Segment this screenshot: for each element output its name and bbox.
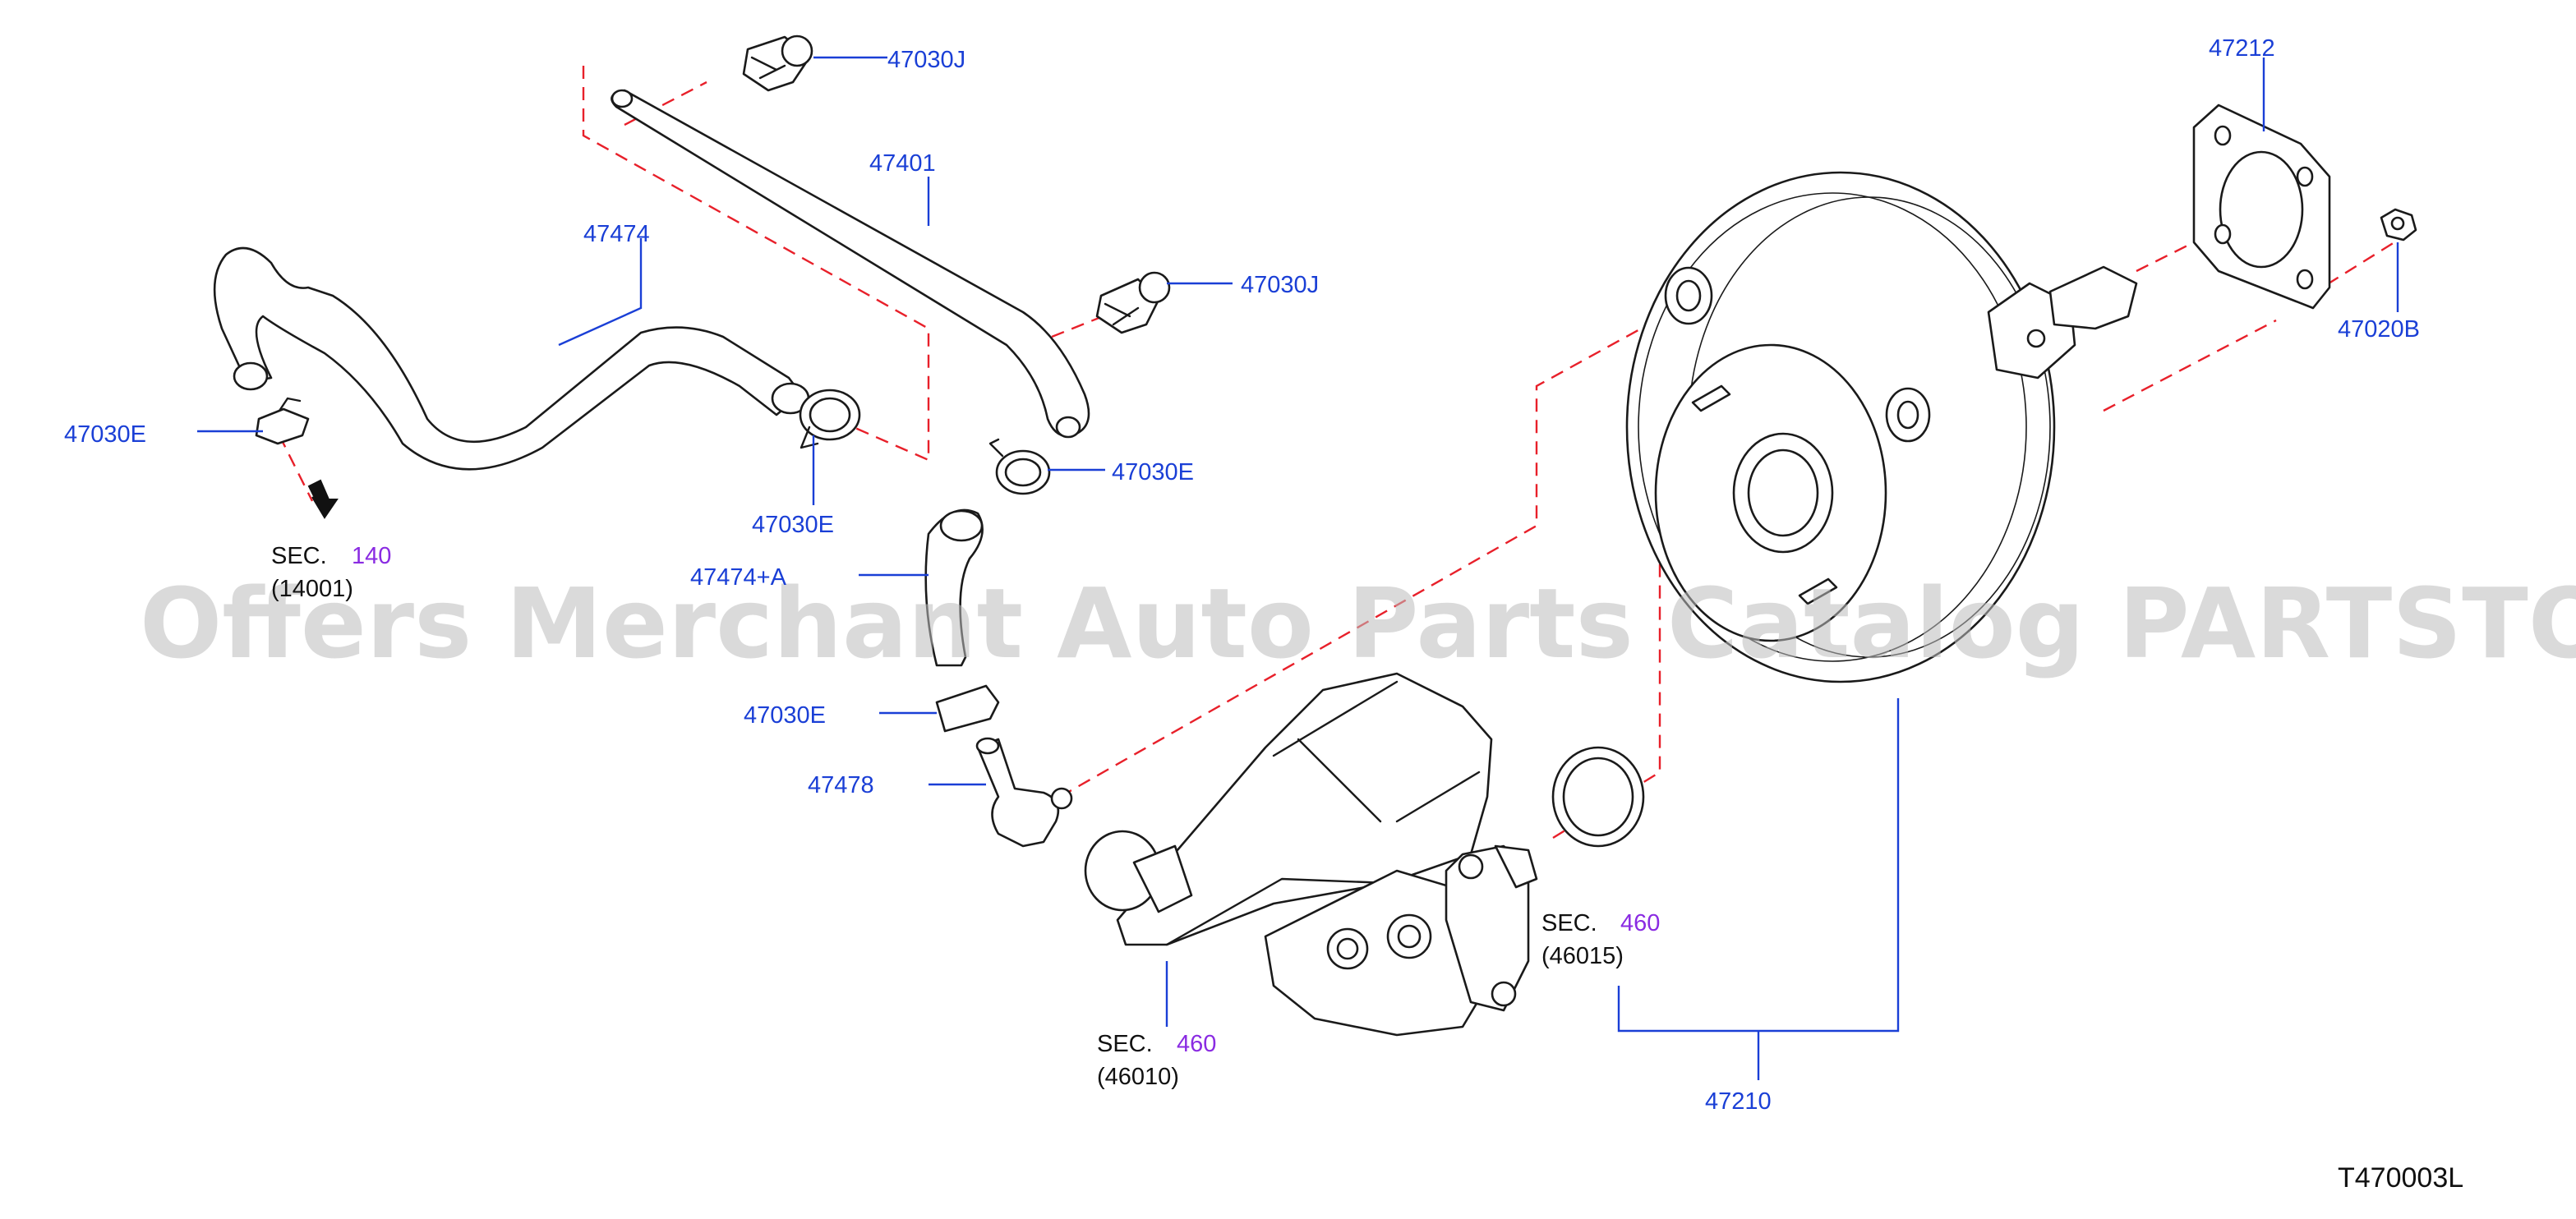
leader-lines	[197, 56, 2399, 1080]
callout-47210[interactable]: 47210	[1705, 1088, 1772, 1115]
hose-clip-47030e-left[interactable]	[255, 397, 310, 445]
watermark: Offers Merchant Auto Parts Catalog PARTS…	[140, 567, 2576, 680]
callout-47030e-lower[interactable]: 47030E	[744, 702, 826, 729]
diagram-code: T470003L	[2338, 1162, 2463, 1194]
master-cylinder-reservoir[interactable]	[1084, 672, 1538, 1037]
section-number[interactable]: 140	[352, 543, 391, 569]
hose-clamp-47030e-right[interactable]	[988, 438, 1051, 495]
section-label: SEC.	[1097, 1031, 1153, 1057]
callout-47030j-middle[interactable]: 47030J	[1241, 272, 1319, 298]
callout-47030e-clamp[interactable]: 47030E	[752, 512, 834, 538]
callout-47030e-left[interactable]: 47030E	[64, 421, 146, 448]
hose-47474[interactable]	[213, 246, 810, 471]
section-code: (14001)	[271, 576, 353, 602]
callout-47030e-right[interactable]: 47030E	[1112, 459, 1194, 485]
section-code: (46010)	[1097, 1064, 1179, 1090]
section-label: SEC.	[271, 543, 327, 569]
section-ref-460-reservoir: SEC. 460 (46010)	[1097, 1031, 1216, 1090]
direction-arrow-icon	[307, 479, 339, 519]
section-label: SEC.	[1541, 910, 1597, 936]
gasket-47212[interactable]	[2192, 104, 2331, 310]
brake-booster-47210[interactable]	[1625, 171, 2138, 683]
nut-47020b[interactable]	[2380, 208, 2417, 242]
callout-labels: 47030J 47401 47474 47030J 47030E 47030E …	[64, 35, 2420, 1115]
callout-47478[interactable]: 47478	[808, 772, 874, 798]
callout-47030j-top[interactable]: 47030J	[887, 47, 965, 73]
section-number[interactable]: 460	[1620, 910, 1660, 936]
connector-47478[interactable]	[975, 737, 1073, 848]
hose-clip-47030e-lower[interactable]	[935, 684, 1000, 733]
callout-47474a[interactable]: 47474+A	[690, 564, 787, 591]
o-ring-seal[interactable]	[1551, 746, 1645, 848]
hose-clip-47030j-top[interactable]	[742, 34, 813, 92]
callout-47474[interactable]: 47474	[583, 221, 650, 247]
section-ref-460-seal: SEC. 460 (46015)	[1541, 910, 1660, 969]
section-code: (46015)	[1541, 943, 1624, 969]
vacuum-tube-47401[interactable]	[611, 89, 1090, 439]
hose-clip-47030j-middle[interactable]	[1095, 271, 1171, 334]
callout-47212[interactable]: 47212	[2209, 35, 2275, 62]
hose-47474a[interactable]	[924, 508, 984, 667]
callout-47401[interactable]: 47401	[869, 150, 936, 177]
section-ref-140: SEC. 140 (14001)	[271, 543, 391, 602]
section-number[interactable]: 460	[1177, 1031, 1216, 1057]
callout-47020b[interactable]: 47020B	[2338, 316, 2420, 343]
hose-clamp-47030e[interactable]	[799, 389, 861, 449]
